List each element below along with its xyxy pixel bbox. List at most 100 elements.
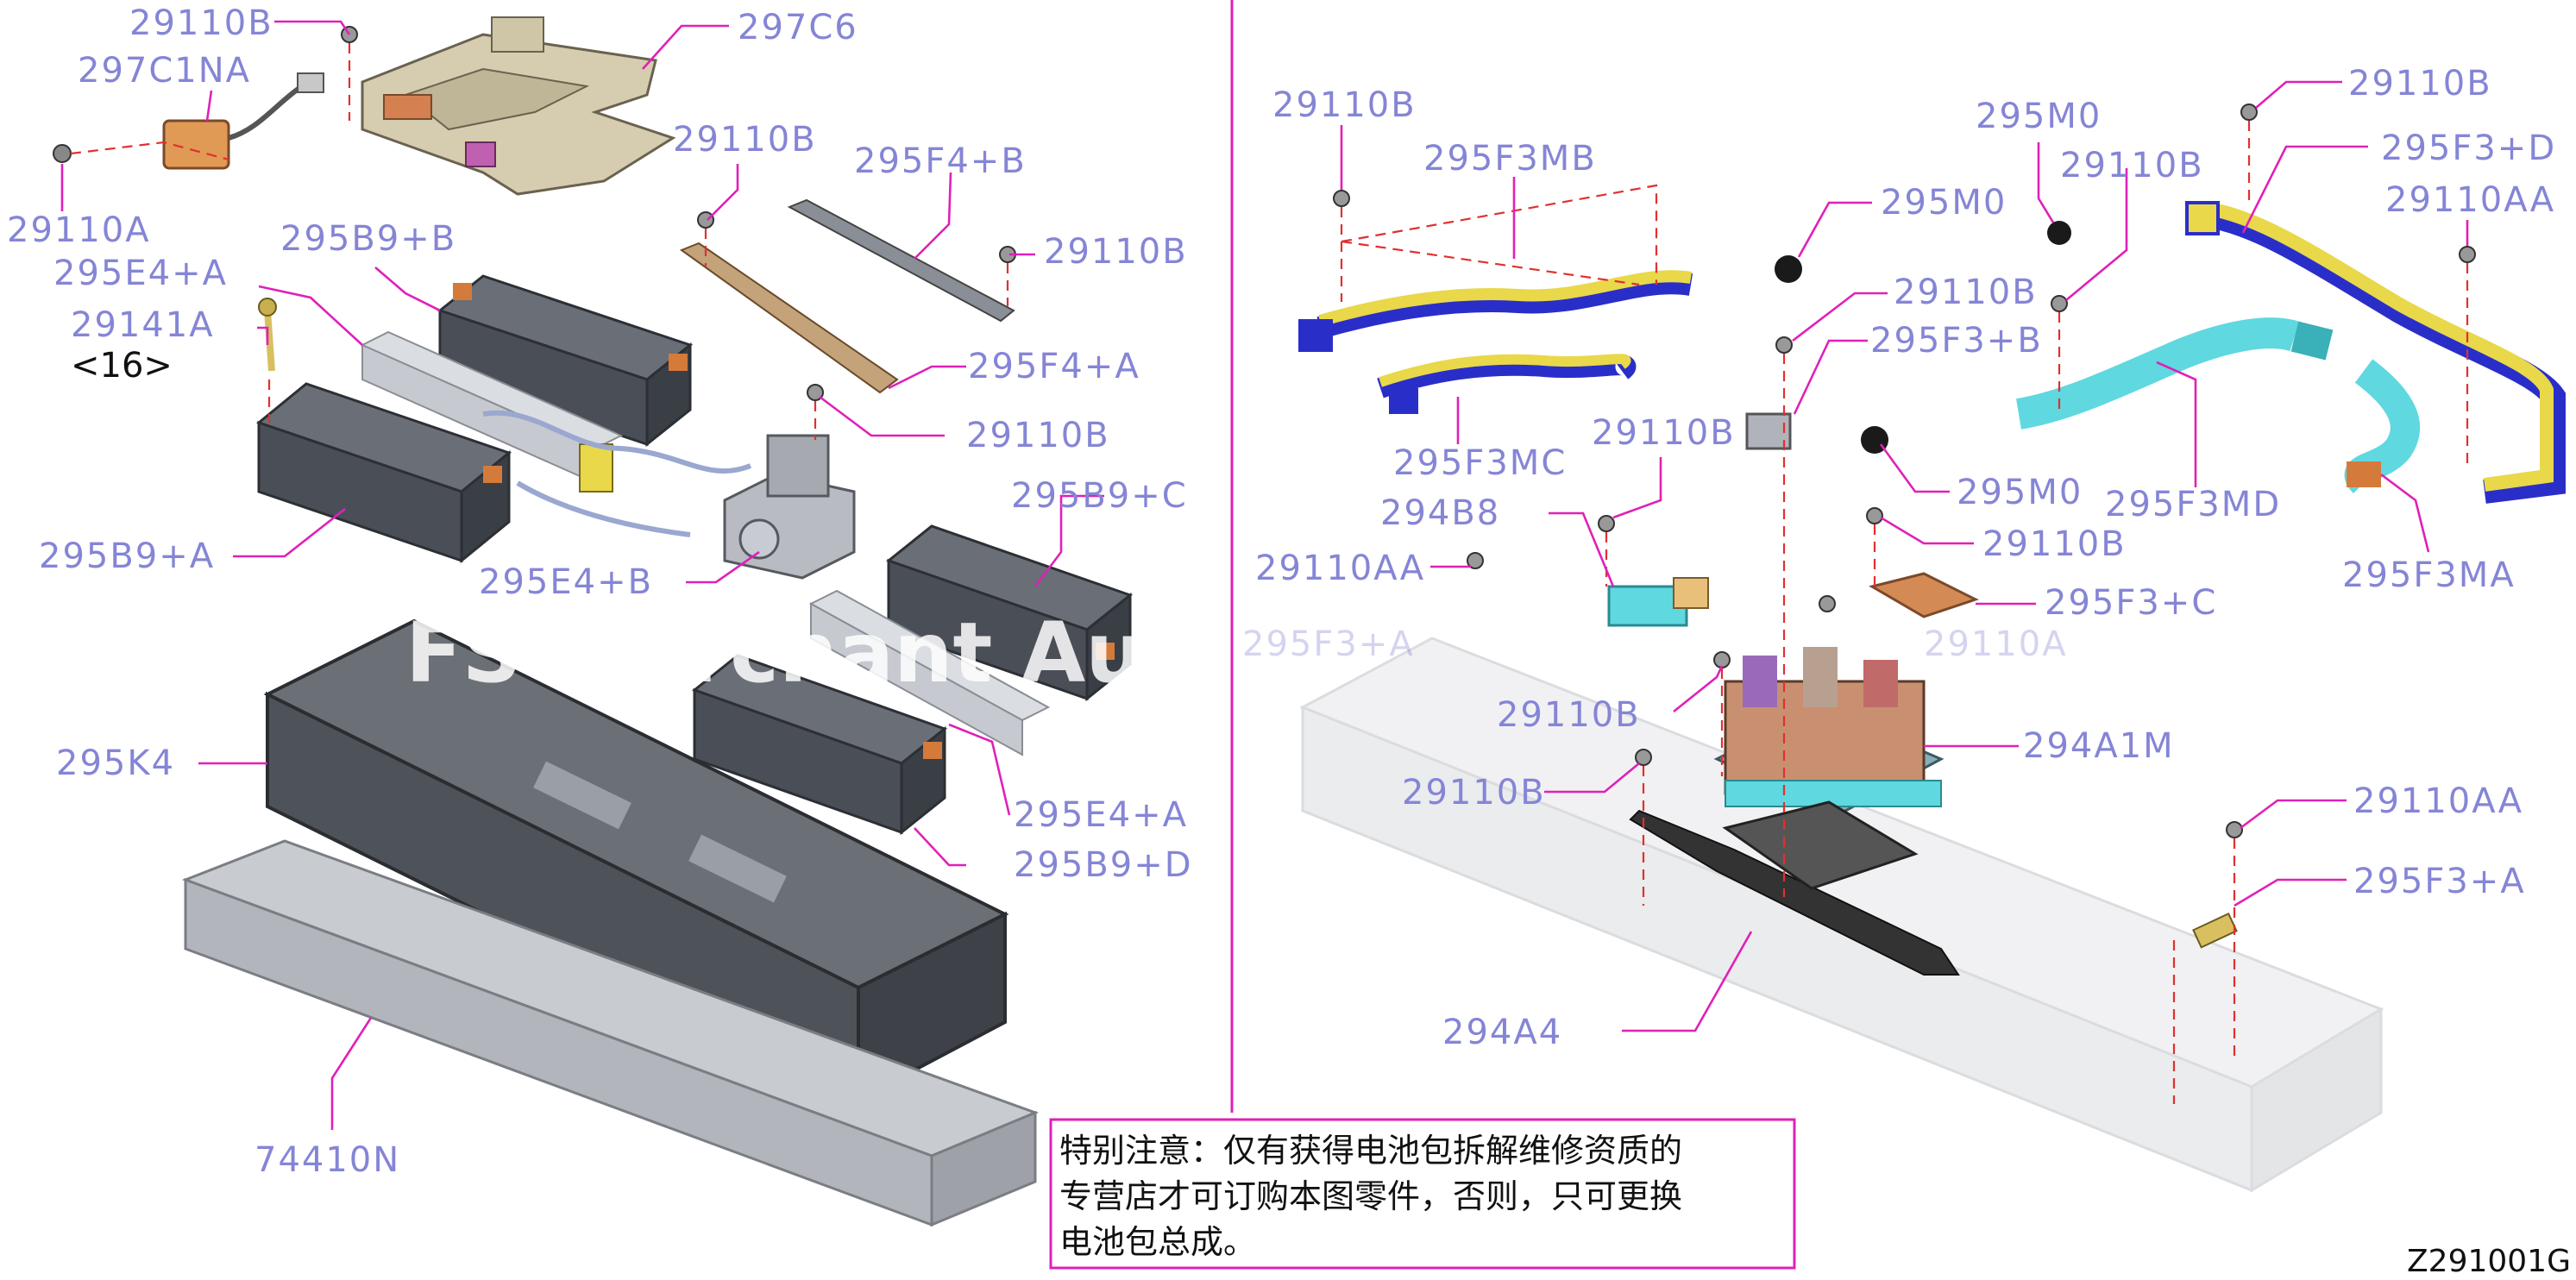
part-295F3MB-busbar	[1298, 270, 1693, 352]
nut-icon	[2240, 104, 2258, 121]
right-parts-artwork	[1298, 104, 2566, 1193]
part-label[interactable]: 295B9+C	[1011, 476, 1188, 516]
part-label[interactable]: 295M0	[1976, 97, 2102, 136]
part-label[interactable]: 295M0	[1881, 183, 2007, 223]
part-label[interactable]: 29110B	[673, 120, 817, 160]
part-295E4-B-duct	[723, 434, 856, 580]
notice-line-3: 电池包总成。	[1059, 1223, 1256, 1261]
part-label[interactable]: 29110AA	[2385, 180, 2555, 220]
nut-icon	[2051, 295, 2068, 312]
harness-cable	[482, 410, 752, 474]
diagram-id: Z291001G	[2407, 1244, 2571, 1279]
part-295F4-A-busbar	[679, 242, 899, 394]
part-29141A-bolt	[258, 298, 277, 372]
part-label[interactable]: 29110B	[1272, 85, 1417, 125]
part-295F3-C-link	[1869, 572, 1979, 618]
part-label[interactable]: 29110AA	[2353, 781, 2523, 821]
part-label[interactable]: 29110B	[1402, 773, 1546, 813]
quantity-note: <16>	[71, 346, 173, 386]
part-295B9-B-module	[437, 274, 694, 448]
nut-icon	[697, 211, 714, 229]
part-label[interactable]: 29141A	[71, 305, 215, 345]
nut-icon	[1467, 552, 1484, 569]
part-label[interactable]: 29110B	[129, 3, 273, 43]
part-label[interactable]: 29110B	[2348, 64, 2492, 104]
part-label[interactable]: 29110B	[1044, 232, 1188, 272]
nut-icon	[1819, 595, 1836, 612]
nut-icon	[2459, 246, 2476, 263]
part-295B9-C-module	[885, 524, 1134, 702]
part-label[interactable]: 295F3MA	[2342, 555, 2516, 595]
cap-icon	[2047, 221, 2071, 245]
notice-line-1: 特别注意：仅有获得电池包拆解维修资质的	[1059, 1132, 1682, 1170]
part-label[interactable]: 295F3MD	[2105, 485, 2281, 524]
part-label[interactable]: 29110A	[7, 210, 151, 250]
part-295F4-B-busbar	[787, 198, 1015, 323]
part-295F3MD-busbar	[2015, 317, 2334, 430]
part-label[interactable]: 295K4	[56, 744, 175, 783]
part-label[interactable]: 295F4+B	[854, 141, 1027, 181]
part-label[interactable]: 295B9+A	[39, 536, 215, 576]
part-label[interactable]: 29110AA	[1255, 549, 1425, 588]
part-label[interactable]: 295B9+B	[280, 219, 456, 259]
part-297C1NA-connector	[53, 72, 324, 170]
part-label[interactable]: 29110B	[1497, 695, 1641, 735]
part-295B9-A-module	[255, 382, 512, 564]
harness-cable	[516, 480, 691, 537]
part-297C6-bracket	[361, 16, 676, 196]
part-label[interactable]: 294A1M	[2023, 726, 2175, 766]
part-label[interactable]: 295E4+A	[1014, 795, 1188, 835]
part-74410N-floor-plate	[181, 839, 1040, 1227]
part-label[interactable]: 297C6	[738, 8, 858, 47]
part-295E4-A-cooling-plate-lower	[808, 589, 1051, 756]
nut-icon	[1713, 651, 1731, 668]
right-dashed-guides	[1340, 121, 2469, 1104]
notice-box: 特别注意：仅有获得电池包拆解维修资质的 专营店才可订购本图零件，否则，只可更换 …	[1049, 1118, 1796, 1270]
cap-icon	[1775, 255, 1802, 283]
part-295B9-D-module	[691, 654, 948, 836]
part-label[interactable]: 74410N	[254, 1140, 400, 1180]
part-label[interactable]: 295M0	[1957, 473, 2083, 512]
part-label[interactable]: 295B9+D	[1014, 845, 1193, 885]
part-label[interactable]: 295E4+B	[479, 562, 653, 602]
part-label[interactable]: 297C1NA	[78, 51, 251, 91]
part-294B8-connector	[1607, 577, 1709, 627]
part-label[interactable]: 29110B	[1592, 413, 1736, 453]
part-label-obscured[interactable]: 295F3+A	[1242, 624, 1415, 664]
part-label[interactable]: 295F3+A	[2353, 862, 2526, 901]
part-295F3MA-busbar	[2345, 359, 2420, 494]
nut-icon	[1333, 190, 1350, 207]
part-295F3-A-terminal	[2192, 912, 2238, 949]
part-label[interactable]: 295F3+B	[1870, 321, 2043, 361]
left-parts-artwork	[53, 16, 1134, 1227]
nut-icon	[1775, 336, 1793, 354]
nut-icon	[807, 384, 824, 401]
part-295F3MC-busbar	[1377, 354, 1637, 414]
nut-icon	[1598, 515, 1615, 532]
part-label[interactable]: 295F3+C	[2045, 583, 2217, 623]
part-label[interactable]: 29110B	[2060, 146, 2204, 185]
part-label[interactable]: 29110B	[1894, 273, 2038, 312]
part-label[interactable]: 29110B	[966, 416, 1110, 455]
part-295F3-D-busbar	[2185, 201, 2566, 504]
right-part-labels: 29110B 295F3MB 295M0 295M0 29110B 29110B…	[1242, 64, 2556, 1052]
part-label-obscured[interactable]: 29110A	[1924, 624, 2068, 664]
left-leader-lines	[60, 20, 1104, 1130]
part-label[interactable]: 295F3+D	[2381, 129, 2556, 168]
nut-icon	[1635, 749, 1652, 766]
nut-icon	[1866, 507, 1883, 524]
part-label[interactable]: 295E4+A	[53, 254, 228, 293]
part-294A4-bracket	[1629, 800, 1960, 976]
part-label[interactable]: 294A4	[1442, 1013, 1562, 1052]
part-294A1M-junction-box	[1713, 647, 1945, 817]
part-label[interactable]: 295F3MC	[1393, 443, 1567, 483]
part-label[interactable]: 294B8	[1380, 493, 1500, 533]
notice-line-2: 专营店才可订购本图零件，否则，只可更换	[1059, 1177, 1682, 1215]
nut-icon	[2226, 821, 2243, 838]
part-label[interactable]: 29110B	[1982, 524, 2127, 564]
part-label[interactable]: 295F3MB	[1423, 139, 1597, 179]
right-leader-lines	[1340, 80, 2469, 1032]
left-part-labels: 29110B 297C6 297C1NA 29110A 29110B 295F4…	[7, 3, 1193, 1180]
part-label[interactable]: 295F4+A	[968, 347, 1140, 386]
